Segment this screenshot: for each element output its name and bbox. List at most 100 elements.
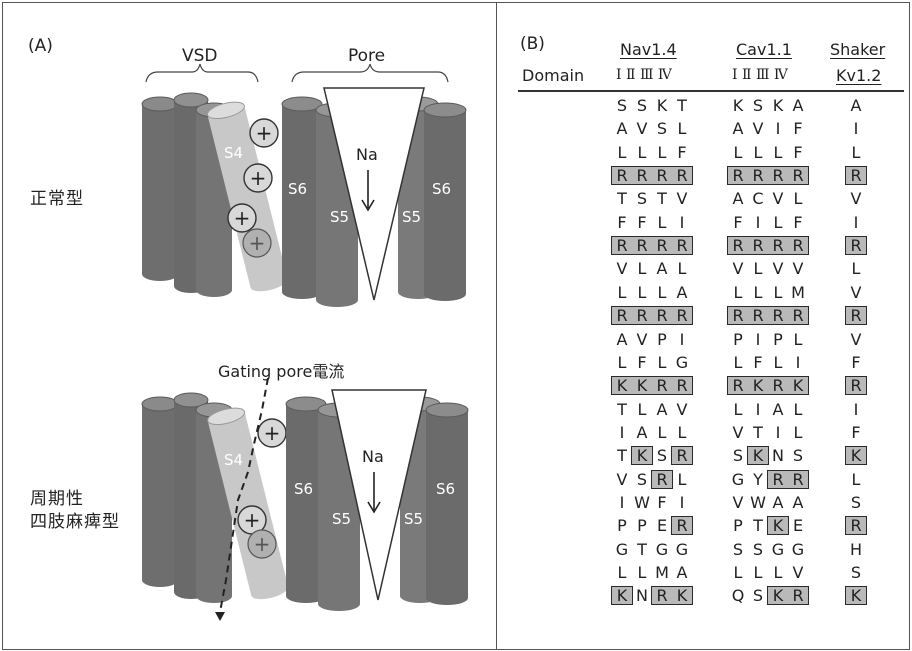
cav11-residue: L bbox=[748, 564, 768, 582]
nav14-residue: R bbox=[632, 307, 652, 325]
cav11-residue: A bbox=[768, 401, 788, 419]
alignment-row: RRRRRRRRR bbox=[0, 167, 912, 185]
nav14-residue: R bbox=[672, 237, 692, 255]
nav14-residue: R bbox=[652, 471, 672, 489]
cav11-residue: A bbox=[788, 494, 808, 512]
nav14-residue: S bbox=[612, 97, 632, 115]
cav11-residue: R bbox=[728, 307, 748, 325]
cav11-residue: E bbox=[788, 517, 808, 535]
alignment-row: LFLGLFLIF bbox=[0, 354, 912, 372]
nav14-residue: R bbox=[612, 167, 632, 185]
kv12-residue: I bbox=[846, 401, 866, 419]
nav14-residue: V bbox=[672, 190, 692, 208]
cav11-residue: I bbox=[768, 424, 788, 442]
nav14-residue: P bbox=[632, 517, 652, 535]
cav11-residue: R bbox=[768, 237, 788, 255]
nav14-residue: T bbox=[612, 447, 632, 465]
cav11-residue: A bbox=[768, 494, 788, 512]
nav14-residue: G bbox=[652, 541, 672, 559]
nav14-residue: L bbox=[612, 144, 632, 162]
cav11-residue: F bbox=[748, 354, 768, 372]
nav14-residue: I bbox=[672, 214, 692, 232]
nav14-residue: K bbox=[612, 587, 632, 605]
nav14-residue: L bbox=[672, 424, 692, 442]
cav11-residue: K bbox=[768, 97, 788, 115]
nav14-residue: F bbox=[672, 144, 692, 162]
cav11-residue: P bbox=[728, 517, 748, 535]
kv12-residue: R bbox=[846, 237, 866, 255]
cav11-residue: L bbox=[788, 424, 808, 442]
nav14-residue: L bbox=[632, 564, 652, 582]
cav11-residue: K bbox=[788, 377, 808, 395]
nav14-residue: L bbox=[672, 260, 692, 278]
nav14-residue: R bbox=[632, 167, 652, 185]
cav11-residue: K bbox=[768, 587, 788, 605]
cav11-residue: R bbox=[788, 587, 808, 605]
nav14-residue: G bbox=[672, 541, 692, 559]
alignment-row: LLLALLLMV bbox=[0, 284, 912, 302]
nav14-residue: R bbox=[672, 517, 692, 535]
alignment-row: TKSRSKNSK bbox=[0, 447, 912, 465]
nav14-residue: A bbox=[652, 401, 672, 419]
cav11-residue: L bbox=[768, 564, 788, 582]
kv12-residue: V bbox=[846, 284, 866, 302]
kv12-residue: A bbox=[846, 97, 866, 115]
cav11-residue: W bbox=[748, 494, 768, 512]
nav14-residue: S bbox=[652, 120, 672, 138]
cav11-residue: P bbox=[728, 331, 748, 349]
nav14-residue: S bbox=[652, 447, 672, 465]
nav14-residue: L bbox=[632, 144, 652, 162]
nav14-residue: L bbox=[652, 354, 672, 372]
cav11-residue: T bbox=[748, 424, 768, 442]
cav11-residue: F bbox=[788, 120, 808, 138]
cav11-residue: V bbox=[788, 260, 808, 278]
kv12-residue: V bbox=[846, 190, 866, 208]
nav14-residue: R bbox=[672, 307, 692, 325]
nav14-residue: T bbox=[612, 401, 632, 419]
cav11-residue: L bbox=[788, 190, 808, 208]
kv12-residue: V bbox=[846, 331, 866, 349]
nav14-residue: F bbox=[652, 494, 672, 512]
kv12-residue: I bbox=[846, 214, 866, 232]
nav14-residue: L bbox=[652, 144, 672, 162]
alignment-row: KKRRRKRKR bbox=[0, 377, 912, 395]
nav14-residue: P bbox=[612, 517, 632, 535]
cav11-residue: V bbox=[788, 564, 808, 582]
cav11-residue: V bbox=[748, 120, 768, 138]
nav14-residue: V bbox=[632, 331, 652, 349]
nav14-residue: T bbox=[652, 190, 672, 208]
cav11-residue: S bbox=[748, 587, 768, 605]
cav11-residue: S bbox=[728, 447, 748, 465]
cav11-residue: R bbox=[788, 167, 808, 185]
cav11-residue: R bbox=[768, 167, 788, 185]
cav11-residue: R bbox=[768, 307, 788, 325]
nav14-residue: N bbox=[632, 587, 652, 605]
nav14-residue: R bbox=[652, 307, 672, 325]
cav11-residue: L bbox=[768, 284, 788, 302]
cav11-residue: R bbox=[728, 167, 748, 185]
cav11-residue: L bbox=[728, 354, 748, 372]
cav11-residue: R bbox=[768, 471, 788, 489]
cav11-residue: R bbox=[788, 307, 808, 325]
nav14-residue: S bbox=[632, 97, 652, 115]
nav14-residue: L bbox=[612, 284, 632, 302]
kv12-residue: R bbox=[846, 167, 866, 185]
nav14-residue: A bbox=[652, 260, 672, 278]
alignment-row: LLMALLLVS bbox=[0, 564, 912, 582]
cav11-residue: L bbox=[768, 144, 788, 162]
cav11-residue: L bbox=[728, 284, 748, 302]
nav14-residue: L bbox=[672, 120, 692, 138]
cav11-residue: V bbox=[768, 190, 788, 208]
nav14-residue: S bbox=[632, 190, 652, 208]
alignment-row: FFLIFILFI bbox=[0, 214, 912, 232]
kv12-residue: R bbox=[846, 377, 866, 395]
nav14-residue: F bbox=[612, 214, 632, 232]
nav14-residue: K bbox=[612, 377, 632, 395]
nav14-residue: R bbox=[652, 237, 672, 255]
alignment-row: SSKTKSKAA bbox=[0, 97, 912, 115]
